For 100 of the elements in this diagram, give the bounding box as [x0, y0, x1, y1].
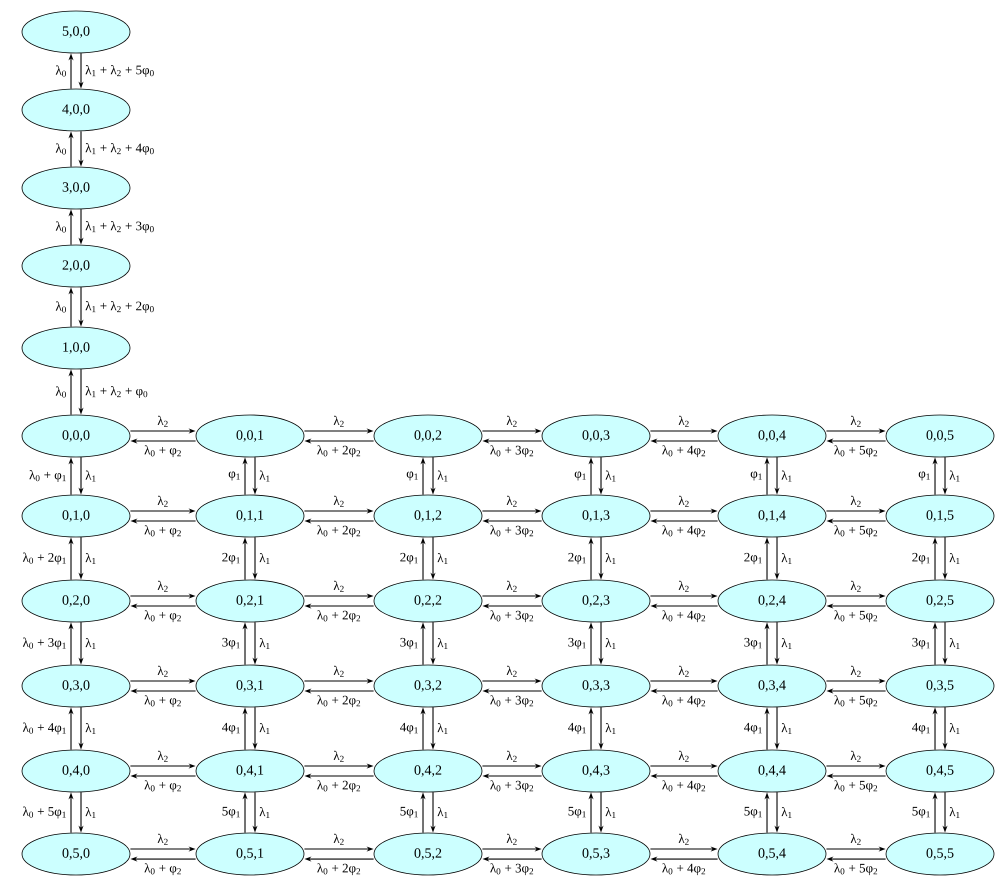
edge-label: λ$_{2}$ [332, 414, 346, 428]
edge-label: λ$_{0}$ + φ$_{2}$ [143, 444, 183, 458]
edge-label: λ$_{0}$ + φ$_{2}$ [143, 694, 183, 708]
edge-label: λ$_{0}$ + 3φ$_{2}$ [488, 694, 536, 708]
edge-label: λ$_{2}$ [332, 750, 346, 763]
edge-label: λ$_{0}$ + 4φ$_{2}$ [660, 694, 708, 708]
edge-label: λ$_{2}$ [156, 580, 170, 593]
edge-label: λ$_{1}$ [604, 637, 618, 650]
edge-label: λ$_{2}$ [505, 414, 519, 428]
edge-label: λ$_{2}$ [677, 414, 691, 428]
edge-label: λ$_{0}$ + φ$_{2}$ [143, 779, 183, 794]
edge-label: λ$_{1}$ + λ$_{2}$ + 2φ$_{0}$ [84, 300, 156, 314]
edge-label: λ$_{2}$ [156, 832, 170, 846]
edge-label: λ$_{1}$ [436, 637, 450, 650]
edge-label: λ$_{1}$ [604, 552, 618, 566]
edge-label: λ$_{1}$ [604, 470, 618, 483]
edge-label: 4φ$_{1}$ [566, 722, 588, 736]
edge-label: λ$_{0}$ + 4φ$_{1}$ [22, 722, 68, 736]
edge-label: λ$_{2}$ [677, 664, 691, 678]
edge-label: λ$_{0}$ + 2φ$_{2}$ [316, 444, 362, 458]
edge-label: 5φ$_{1}$ [220, 806, 242, 820]
edge-label: λ$_{2}$ [849, 832, 863, 846]
edge-label: λ$_{1}$ + λ$_{2}$ + 4φ$_{0}$ [84, 142, 156, 156]
edge-label: λ$_{1}$ [948, 806, 962, 820]
edge-label: λ$_{0}$ + 3φ$_{2}$ [488, 444, 536, 458]
edge-label: λ$_{2}$ [677, 750, 691, 763]
edge-label: λ$_{2}$ [849, 750, 863, 763]
edge-label: λ$_{0}$ + 3φ$_{2}$ [488, 779, 536, 794]
edge-label: λ$_{1}$ [258, 552, 272, 566]
edge-label: 3φ$_{1}$ [220, 636, 242, 650]
edge-label: λ$_{1}$ [780, 722, 794, 736]
edge-label: λ$_{0}$ + 2φ$_{2}$ [316, 779, 362, 794]
edge-label: λ$_{2}$ [677, 494, 691, 508]
edge-label: λ$_{1}$ [258, 637, 272, 650]
edge-label: λ$_{1}$ [436, 722, 450, 736]
edge-label: λ$_{1}$ + λ$_{2}$ + φ$_{0}$ [84, 385, 150, 399]
edge-label: λ$_{2}$ [849, 664, 863, 678]
edge-label: λ$_{2}$ [677, 832, 691, 846]
edge-label: 3φ$_{1}$ [398, 636, 420, 650]
edge-label: λ$_{1}$ [948, 637, 962, 650]
edge-label: λ$_{1}$ [436, 806, 450, 820]
edge-label: λ$_{2}$ [849, 580, 863, 593]
edge-label: λ$_{1}$ [780, 637, 794, 650]
edge-label: λ$_{0}$ + 4φ$_{2}$ [660, 524, 708, 538]
edge-label: λ$_{2}$ [505, 750, 519, 763]
edge-label: λ$_{0}$ + 2φ$_{2}$ [316, 694, 362, 708]
edge-label: λ$_{2}$ [505, 580, 519, 593]
edge-label: λ$_{0}$ + 5φ$_{2}$ [832, 444, 880, 458]
edge-label: λ$_{1}$ [436, 470, 450, 483]
edge-label: λ$_{2}$ [156, 664, 170, 678]
edge-label: λ$_{1}$ [780, 806, 794, 820]
edge-label: 4φ$_{1}$ [910, 722, 932, 736]
edge-label: 5φ$_{1}$ [566, 806, 588, 820]
edge-label: λ$_{1}$ [780, 470, 794, 483]
edge-label: λ$_{1}$ [84, 637, 98, 650]
edge-label: λ$_{2}$ [849, 494, 863, 508]
edge-label: λ$_{2}$ [505, 664, 519, 678]
edge-label: 5φ$_{1}$ [910, 806, 932, 820]
edge-label: 3φ$_{1}$ [566, 636, 588, 650]
edge-label: λ$_{1}$ [258, 722, 272, 736]
edge-label: λ$_{2}$ [677, 580, 691, 593]
edge-label: φ$_{1}$ [749, 470, 764, 482]
edge-label: φ$_{1}$ [227, 470, 242, 482]
edge-label: λ$_{2}$ [156, 750, 170, 763]
edge-label: 4φ$_{1}$ [220, 722, 242, 736]
edge-label: 2φ$_{1}$ [220, 552, 242, 566]
edge-label: λ$_{1}$ [258, 806, 272, 820]
edge-label: λ$_{1}$ + λ$_{2}$ + 5φ$_{0}$ [84, 64, 156, 78]
edge-label: λ$_{0}$ [54, 142, 68, 156]
edge-label: 4φ$_{1}$ [398, 722, 420, 736]
edge-label: 2φ$_{1}$ [742, 552, 764, 566]
edge-label: λ$_{2}$ [332, 494, 346, 508]
edge-label: λ$_{2}$ [332, 664, 346, 678]
edge-label: λ$_{0}$ + φ$_{2}$ [143, 862, 183, 876]
edge-label: λ$_{0}$ + φ$_{2}$ [143, 609, 183, 624]
edge-label: λ$_{2}$ [156, 414, 170, 428]
edge-label: λ$_{2}$ [505, 494, 519, 508]
edge-label: λ$_{1}$ [84, 722, 98, 736]
edge-label: 2φ$_{1}$ [398, 552, 420, 566]
edge-label: λ$_{2}$ [332, 832, 346, 846]
edge-label: λ$_{1}$ [604, 722, 618, 736]
edge-label: λ$_{0}$ + 2φ$_{2}$ [316, 524, 362, 538]
edge-label: φ$_{1}$ [917, 470, 932, 482]
edge-label: 5φ$_{1}$ [398, 806, 420, 820]
edge-label: λ$_{0}$ + φ$_{2}$ [143, 524, 183, 538]
edge-label: λ$_{1}$ [258, 470, 272, 483]
edge-label: λ$_{0}$ + 3φ$_{2}$ [488, 524, 536, 538]
edge-label: 3φ$_{1}$ [910, 636, 932, 650]
edge-label: λ$_{0}$ + 5φ$_{2}$ [832, 694, 880, 708]
edge-label: 2φ$_{1}$ [566, 552, 588, 566]
edge-label: λ$_{1}$ [84, 552, 98, 566]
edge-label: φ$_{1}$ [573, 470, 588, 482]
edge-label: λ$_{1}$ [948, 722, 962, 736]
edge-label: λ$_{1}$ [948, 470, 962, 483]
edge-label: λ$_{1}$ + λ$_{2}$ + 3φ$_{0}$ [84, 220, 156, 234]
edge-label: λ$_{0}$ + 2φ$_{1}$ [22, 552, 68, 566]
edge-label: λ$_{0}$ + 4φ$_{2}$ [660, 609, 708, 624]
edge-label: λ$_{0}$ [54, 385, 68, 399]
edge-label: λ$_{1}$ [780, 552, 794, 566]
edge-label: λ$_{2}$ [156, 494, 170, 508]
